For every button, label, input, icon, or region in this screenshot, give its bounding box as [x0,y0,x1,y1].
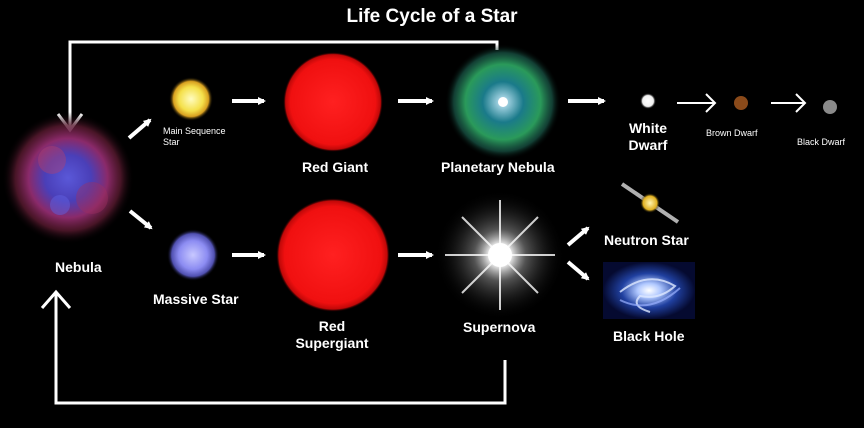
arrows-bottom-row [128,209,590,281]
red-giant-image [283,52,383,152]
black-hole-image [603,262,695,319]
neutron-star-image [620,182,680,224]
bottom-loop-arrow [40,289,507,405]
arrows-top-row [127,97,606,140]
label-main-sequence-star: Main Sequence Star [163,126,226,147]
diagram-title: Life Cycle of a Star [346,6,518,27]
supernova-image [435,190,565,320]
nebula-image [2,112,134,244]
label-black-dwarf: Black Dwarf [797,137,846,147]
arrow-nebula-to-massive-star [128,209,153,230]
label-supernova: Supernova [463,319,536,335]
top-loop-arrow [56,40,499,133]
arrow-nebula-to-main-sequence [127,118,152,140]
arrow-supernova-to-neutron-star [566,226,590,247]
red-supergiant-image [276,198,390,312]
label-black-hole: Black Hole [613,328,685,344]
black-dwarf-image [823,100,837,114]
label-brown-dwarf: Brown Dwarf [706,128,758,138]
main-sequence-star-image [169,77,213,121]
label-massive-star: Massive Star [153,291,239,307]
thin-arrows [677,93,807,113]
planetary-nebula-image [445,44,561,160]
brown-dwarf-image [734,96,748,110]
label-nebula: Nebula [55,259,102,275]
label-planetary-nebula: Planetary Nebula [441,159,555,175]
massive-star-image [167,229,219,281]
label-red-supergiant: Red Supergiant [295,318,369,351]
label-neutron-star: Neutron Star [604,232,689,248]
arrow-supernova-to-black-hole [566,260,590,281]
label-red-giant: Red Giant [302,159,369,175]
white-dwarf-image [640,93,656,109]
label-white-dwarf: White Dwarf [628,120,668,153]
